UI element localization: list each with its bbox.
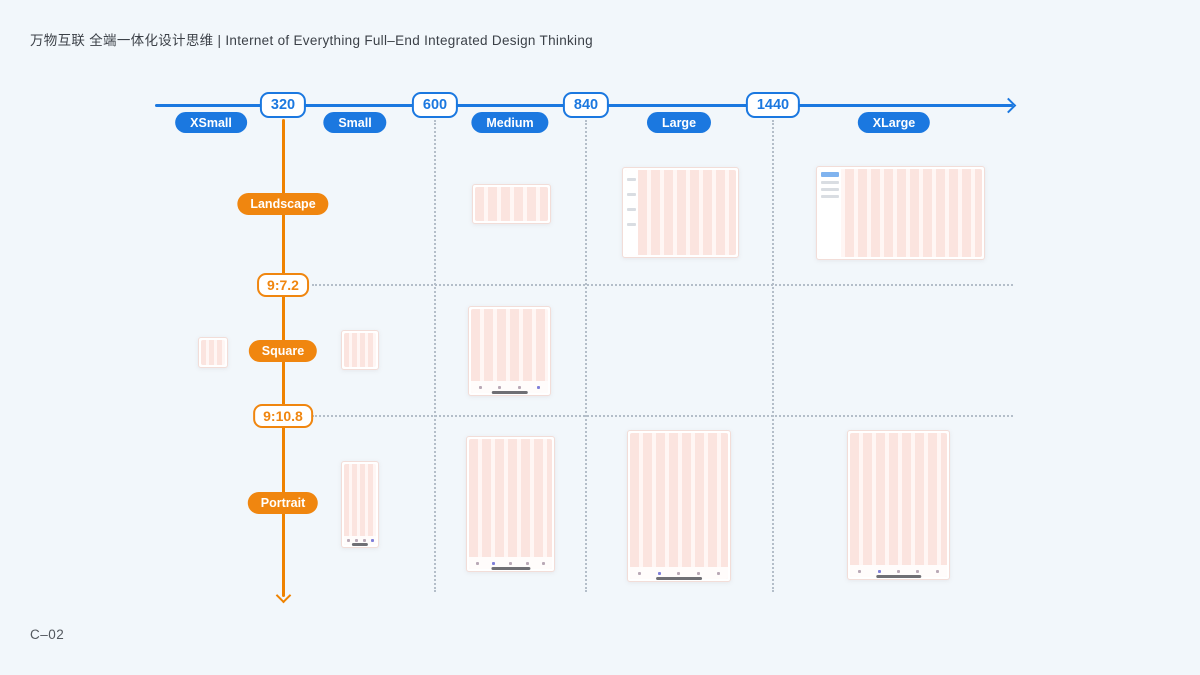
tab-icon-active xyxy=(370,539,374,542)
guide-horizontal-9-10-8 xyxy=(312,415,1013,417)
menu-item xyxy=(627,178,636,181)
ratio-pill-landscape: Landscape xyxy=(237,193,329,215)
tab-icon-active xyxy=(657,571,661,575)
menu-item xyxy=(821,195,839,198)
column-grid xyxy=(625,170,736,255)
guide-vertical-840 xyxy=(585,120,587,592)
menu-item xyxy=(627,193,636,196)
ratio-pill-portrait: Portrait xyxy=(247,492,319,514)
home-indicator xyxy=(656,577,702,580)
breakpoint-badge-320: 320 xyxy=(259,92,307,118)
tab-icon xyxy=(858,569,862,573)
column-grid xyxy=(344,333,376,367)
tab-icon xyxy=(475,561,479,565)
menu-item xyxy=(821,188,839,191)
wireframe-large-landscape xyxy=(622,167,739,258)
tab-icon xyxy=(916,569,920,573)
tab-icon xyxy=(479,385,483,389)
wireframe-xlarge-landscape xyxy=(816,166,985,260)
tab-icon xyxy=(677,571,681,575)
wireframe-xlarge-portrait xyxy=(847,430,950,580)
size-pill-small: Small xyxy=(323,112,387,133)
breakpoint-badge-1440: 1440 xyxy=(745,92,801,118)
column-grid xyxy=(475,187,548,221)
wireframe-xsmall-square xyxy=(198,337,228,368)
ratio-badge-9-7-2: 9:7.2 xyxy=(257,273,309,297)
home-indicator xyxy=(875,575,922,578)
wireframe-medium-square xyxy=(468,306,551,396)
tab-icon xyxy=(362,539,366,542)
axis-arrow-right-icon xyxy=(1000,97,1017,114)
column-grid xyxy=(630,433,728,579)
tab-icon xyxy=(896,569,900,573)
tab-icon-active xyxy=(536,385,540,389)
column-grid xyxy=(201,340,225,365)
sidebar-panel xyxy=(819,169,841,257)
bottom-tab-bar xyxy=(471,381,548,393)
menu-item-active xyxy=(821,172,839,177)
column-grid xyxy=(344,464,376,545)
column-grid xyxy=(819,169,982,257)
ratio-badge-9-10-8: 9:10.8 xyxy=(253,404,313,428)
tab-icon xyxy=(508,561,512,565)
tab-icon xyxy=(517,385,521,389)
column-grid xyxy=(471,309,548,393)
bottom-tab-bar xyxy=(344,536,376,545)
menu-item xyxy=(627,208,636,211)
axis-arrow-down-icon xyxy=(275,587,292,604)
wireframe-medium-landscape xyxy=(472,184,551,224)
size-pill-medium: Medium xyxy=(471,112,549,133)
home-indicator xyxy=(490,567,531,570)
tab-icon xyxy=(697,571,701,575)
bottom-tab-bar xyxy=(469,557,552,569)
tab-icon xyxy=(935,569,939,573)
size-pill-xsmall: XSmall xyxy=(175,112,247,133)
wireframe-small-square xyxy=(341,330,379,370)
tab-icon xyxy=(525,561,529,565)
tab-icon xyxy=(638,571,642,575)
page-title: 万物互联 全端一体化设计思维 | Internet of Everything … xyxy=(30,33,593,48)
size-pill-xlarge: XLarge xyxy=(857,112,931,133)
breakpoint-badge-840: 840 xyxy=(562,92,610,118)
tab-icon xyxy=(354,539,358,542)
guide-horizontal-9-7-2 xyxy=(312,284,1013,286)
menu-item xyxy=(627,223,636,226)
wireframe-large-portrait xyxy=(627,430,731,582)
sidebar-panel xyxy=(625,170,638,255)
slide-code: C–02 xyxy=(30,627,65,642)
tab-icon xyxy=(716,571,720,575)
column-grid xyxy=(469,439,552,569)
wireframe-small-portrait xyxy=(341,461,379,548)
tab-icon xyxy=(346,539,350,542)
bottom-tab-bar xyxy=(850,565,947,577)
breakpoint-badge-600: 600 xyxy=(411,92,459,118)
tab-icon-active xyxy=(877,569,881,573)
tab-icon-active xyxy=(492,561,496,565)
size-pill-large: Large xyxy=(646,112,712,133)
tab-icon xyxy=(542,561,546,565)
bottom-tab-bar xyxy=(630,567,728,579)
home-indicator xyxy=(491,391,528,394)
column-grid xyxy=(850,433,947,577)
guide-vertical-600 xyxy=(434,120,436,592)
tab-icon xyxy=(498,385,502,389)
menu-item xyxy=(821,181,839,184)
home-indicator xyxy=(351,543,369,546)
wireframe-medium-portrait xyxy=(466,436,555,572)
guide-vertical-1440 xyxy=(772,120,774,592)
ratio-pill-square: Square xyxy=(248,340,318,362)
